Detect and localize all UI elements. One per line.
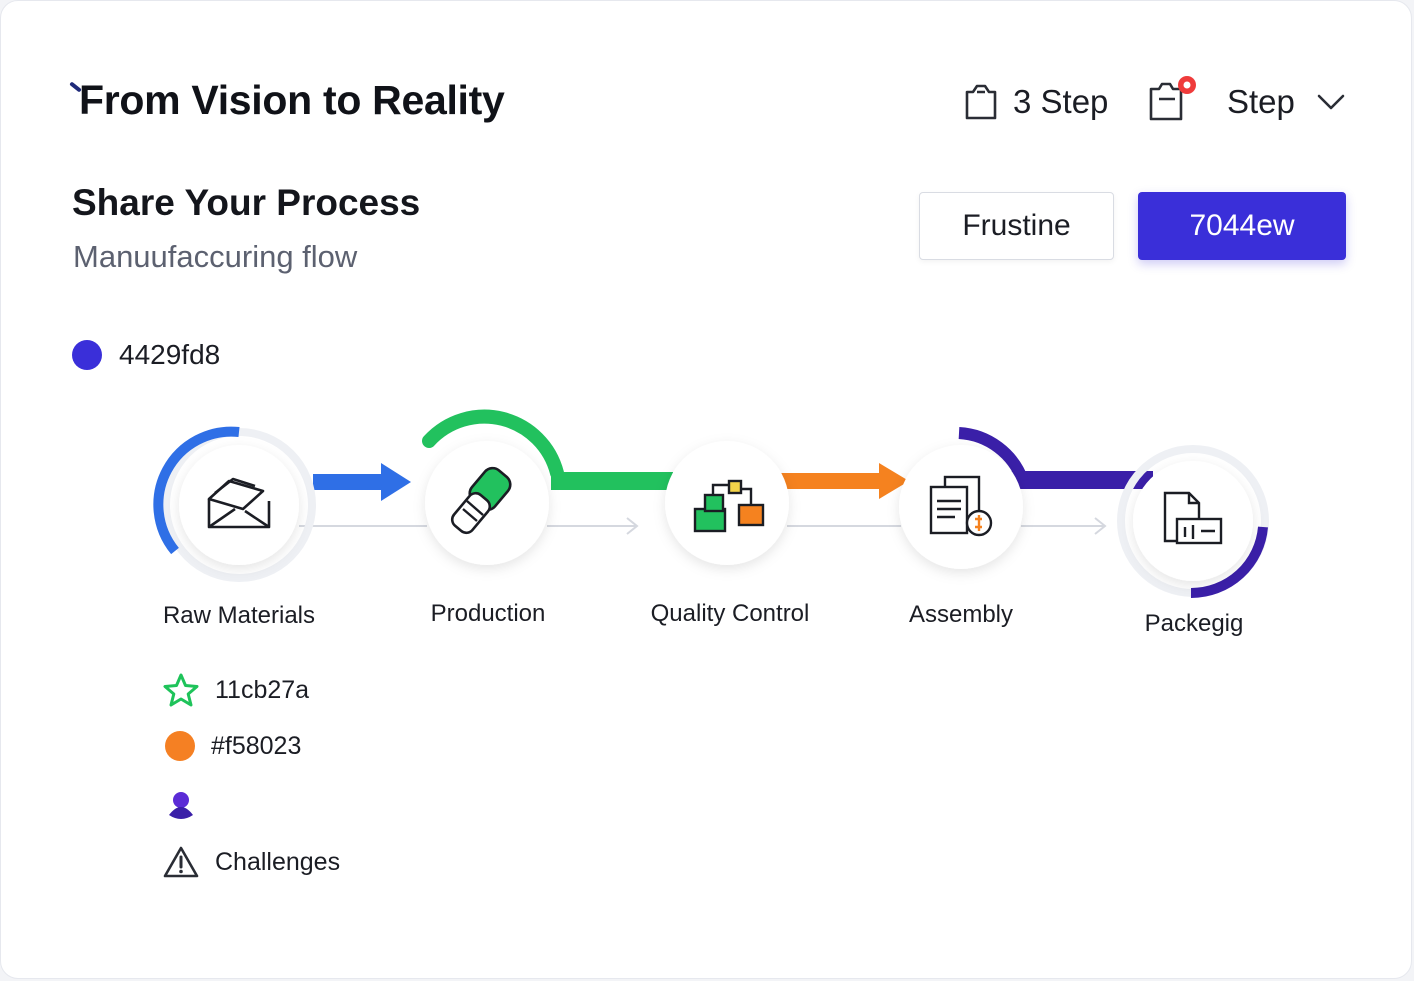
flow-arrow-blue (313, 463, 411, 501)
blue-dot-icon (72, 340, 102, 370)
secondary-button[interactable]: Frustine (919, 192, 1114, 260)
legend-item-label: 11cb27a (215, 675, 310, 704)
clipboard-notification-icon (1149, 76, 1196, 121)
assembly-icon (929, 475, 993, 537)
step-ring-progress (1190, 526, 1268, 599)
step-node-production[interactable] (425, 441, 549, 565)
step-ring-progress (958, 427, 1029, 484)
baseline-connectors (299, 517, 1107, 535)
section-title: Share Your Process (72, 182, 421, 223)
legend-item-label: #f58023 (211, 731, 302, 760)
step-label-packaging: Packegig (1144, 610, 1244, 637)
step-ring-progress (153, 426, 240, 555)
legend-primary: 4429fd8 (72, 339, 220, 371)
legend-item: Challenges (163, 845, 340, 879)
step-ring-progress (422, 409, 564, 480)
page-title: From Vision to Reality (79, 77, 505, 123)
step-dropdown-label: Step (1227, 83, 1295, 120)
flow-bar-indigo (1011, 471, 1153, 489)
step-label-production: Production (430, 600, 546, 627)
legend-item: #f58023 (163, 731, 301, 761)
step-count-indicator[interactable]: 3 Step (963, 77, 1108, 127)
section-description: Manuufaccuring flow (73, 239, 358, 274)
purple-figure-icon (169, 792, 193, 819)
step-count-label: 3 Step (1013, 83, 1109, 120)
quality-control-icon (693, 479, 765, 533)
chevron-down-icon (1317, 94, 1345, 110)
step-node-raw-materials[interactable] (179, 445, 299, 565)
step-label-assembly: Assembly (908, 601, 1014, 628)
primary-button[interactable]: 7044ew (1138, 192, 1346, 260)
flow-arrow-orange (781, 463, 909, 499)
legend-item: 11cb27a (163, 673, 309, 707)
step-node-packaging[interactable] (1133, 461, 1253, 581)
production-icon (450, 466, 512, 535)
orange-dot-icon (165, 731, 195, 761)
raw-materials-icon (207, 477, 271, 529)
legend-primary-label: 4429fd8 (119, 339, 221, 370)
warning-icon (163, 846, 199, 878)
flow-bar-green (551, 472, 673, 490)
step-node-assembly[interactable] (899, 445, 1023, 569)
packaging-icon (1163, 491, 1223, 545)
step-node-quality-control[interactable] (665, 441, 789, 565)
step-label-raw-materials: Raw Materials (162, 602, 316, 629)
step-label-quality-control: Quality Control (650, 600, 810, 627)
clipboard-icon (965, 84, 997, 120)
legend-item-label: Challenges (215, 847, 341, 876)
step-dropdown[interactable]: Step (1227, 77, 1345, 127)
legend-item (163, 789, 213, 823)
process-flow-diagram (153, 409, 1269, 599)
star-icon (163, 673, 199, 707)
notifications-button[interactable] (1147, 75, 1199, 125)
